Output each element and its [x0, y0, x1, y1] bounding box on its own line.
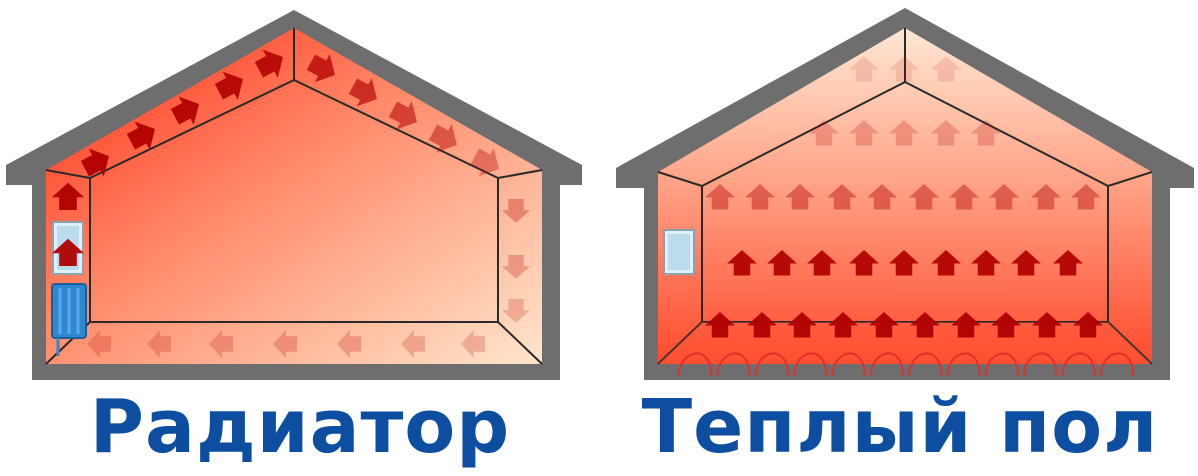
radiator-icon: [51, 283, 87, 356]
floor-heating-cable-icon: [678, 352, 1134, 377]
window-icon: [663, 229, 695, 275]
heating-cable-loops: [678, 352, 1134, 377]
room-edges: [657, 28, 1153, 365]
radiator-house: [6, 10, 582, 380]
radiator-caption: Радиатор: [89, 384, 511, 470]
room-inner-back-wall: [701, 80, 1109, 323]
warm-floor-house: [616, 8, 1194, 380]
room-inner-back-wall: [89, 78, 499, 323]
room-interior: [46, 28, 542, 364]
room-interior: [658, 28, 1152, 364]
floor-plane: [658, 322, 1152, 364]
warm-floor-caption: Теплый пол: [641, 384, 1159, 470]
room-edges: [45, 28, 543, 365]
